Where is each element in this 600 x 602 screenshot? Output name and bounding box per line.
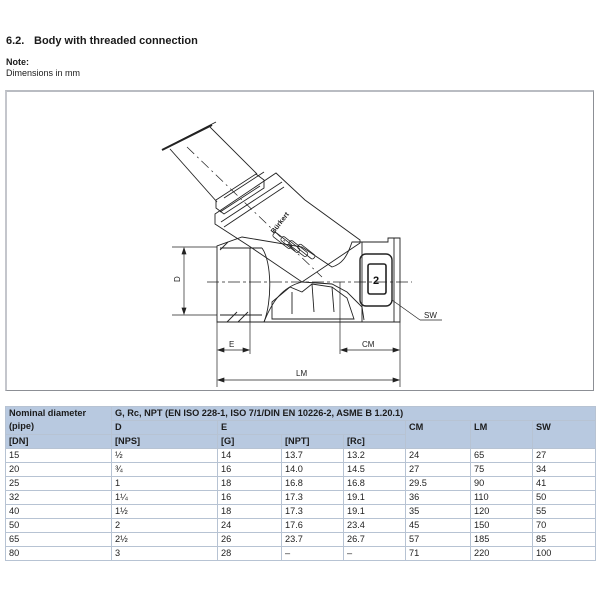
header-nominal-diameter: Nominal diameter(pipe) [5,406,112,435]
table-header-row-1: Nominal diameter(pipe) G, Rc, NPT (EN IS… [5,406,597,435]
header-cm: CM [405,420,471,449]
note-label: Note: [6,57,29,67]
dim-label-e: E [229,340,234,349]
dimension-e: E [216,322,251,387]
dim-label-lm: LM [296,369,307,378]
header-g: [G] [217,434,282,449]
header-e: E [217,420,406,435]
section-title: Body with threaded connection [34,35,198,47]
header-sw: SW [531,420,597,449]
note-text: Dimensions in mm [6,68,81,78]
valve-body: 2 [216,236,401,323]
body-marking-number: 2 [373,275,379,287]
dim-label-sw: SW [424,311,437,320]
header-rc: [Rc] [343,434,406,449]
technical-drawing-frame: Bürkert 2 [5,90,594,391]
table-header-row-2: D E CM LM SW [6,420,597,449]
sw-flat [359,253,393,307]
dimension-lm: LM [216,369,401,383]
dim-label-cm: CM [362,340,375,349]
body-marking-plate [367,263,387,295]
actuator-axis [186,146,323,278]
dimension-d: D [172,246,217,316]
brand-label: Bürkert [270,211,291,235]
dimensions-table: Nominal diameter(pipe) G, Rc, NPT (EN IS… [5,406,597,561]
section-heading: 6.2. Body with threaded connection [6,35,198,47]
header-dn: [DN] [5,434,112,449]
header-npt: [NPT] [281,434,344,449]
header-standard: G, Rc, NPT (EN ISO 228-1, ISO 7/1/DIN EN… [110,406,597,421]
sw-leader: SW [391,299,442,321]
header-nps: [NPS] [111,434,218,449]
header-lm: LM [470,420,533,449]
actuator-tube [161,121,361,283]
dim-label-d: D [173,276,182,282]
dimension-cm: CM [339,282,401,387]
section-number: 6.2. [6,35,25,47]
header-d: D [111,420,218,435]
